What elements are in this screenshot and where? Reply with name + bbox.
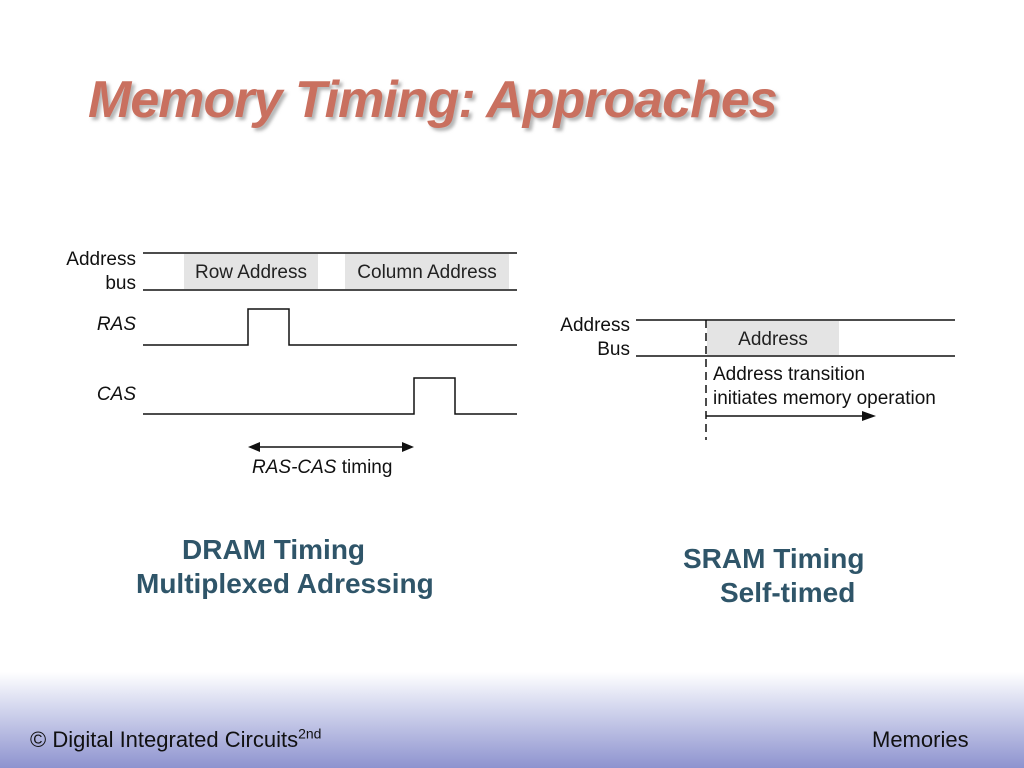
slide-title: Memory Timing: Approaches <box>88 71 778 129</box>
footer-section-name: Memories <box>872 727 969 752</box>
sram-caption-line1: SRAM Timing <box>683 543 865 574</box>
dram-timing-diagram: Address bus Row Address Column Address R… <box>66 249 517 478</box>
footer-copyright: © Digital Integrated Circuits2nd <box>30 727 321 753</box>
column-address-label: Column Address <box>357 262 496 283</box>
ras-waveform <box>143 308 517 346</box>
sram-address-box-label: Address <box>738 329 808 350</box>
ras-label: RAS <box>97 314 136 335</box>
cas-label: CAS <box>97 384 136 405</box>
sram-caption-line2: Self-timed <box>720 577 856 608</box>
row-address-label: Row Address <box>195 262 307 283</box>
sram-caption: SRAM Timing Self-timed <box>683 542 913 610</box>
dram-address-label-line1: Address <box>66 249 136 270</box>
footer-edition: 2nd <box>298 725 322 742</box>
ras-cas-timing-italic: RAS-CAS <box>252 457 337 478</box>
row-address-box <box>184 254 318 289</box>
dram-caption: DRAM Timing Multiplexed Adressing <box>136 533 486 601</box>
sram-note-line2: initiates memory operation <box>713 388 936 409</box>
dram-caption-line1: DRAM Timing <box>182 534 366 565</box>
column-address-box <box>345 254 509 289</box>
footer-left-text: © Digital Integrated Circuits <box>30 727 299 752</box>
ras-cas-timing-rest: timing <box>336 457 392 478</box>
sram-note-line1: Address transition <box>713 364 865 385</box>
cas-waveform <box>143 377 517 415</box>
footer-band <box>0 672 1024 768</box>
ras-cas-arrow-left-head <box>248 442 260 452</box>
dram-address-label-line2: bus <box>105 273 136 294</box>
sram-timing-diagram: Address Bus Address Address transition i… <box>560 315 955 440</box>
sram-address-label-line1: Address <box>560 315 630 336</box>
sram-address-box <box>707 321 839 355</box>
sram-address-label-line2: Bus <box>597 339 630 360</box>
ras-cas-timing-label: RAS-CAS timing <box>252 457 392 478</box>
ras-cas-arrow-right-head <box>402 442 414 452</box>
sram-arrow-head <box>862 411 876 421</box>
dram-caption-line2: Multiplexed Adressing <box>136 568 434 599</box>
